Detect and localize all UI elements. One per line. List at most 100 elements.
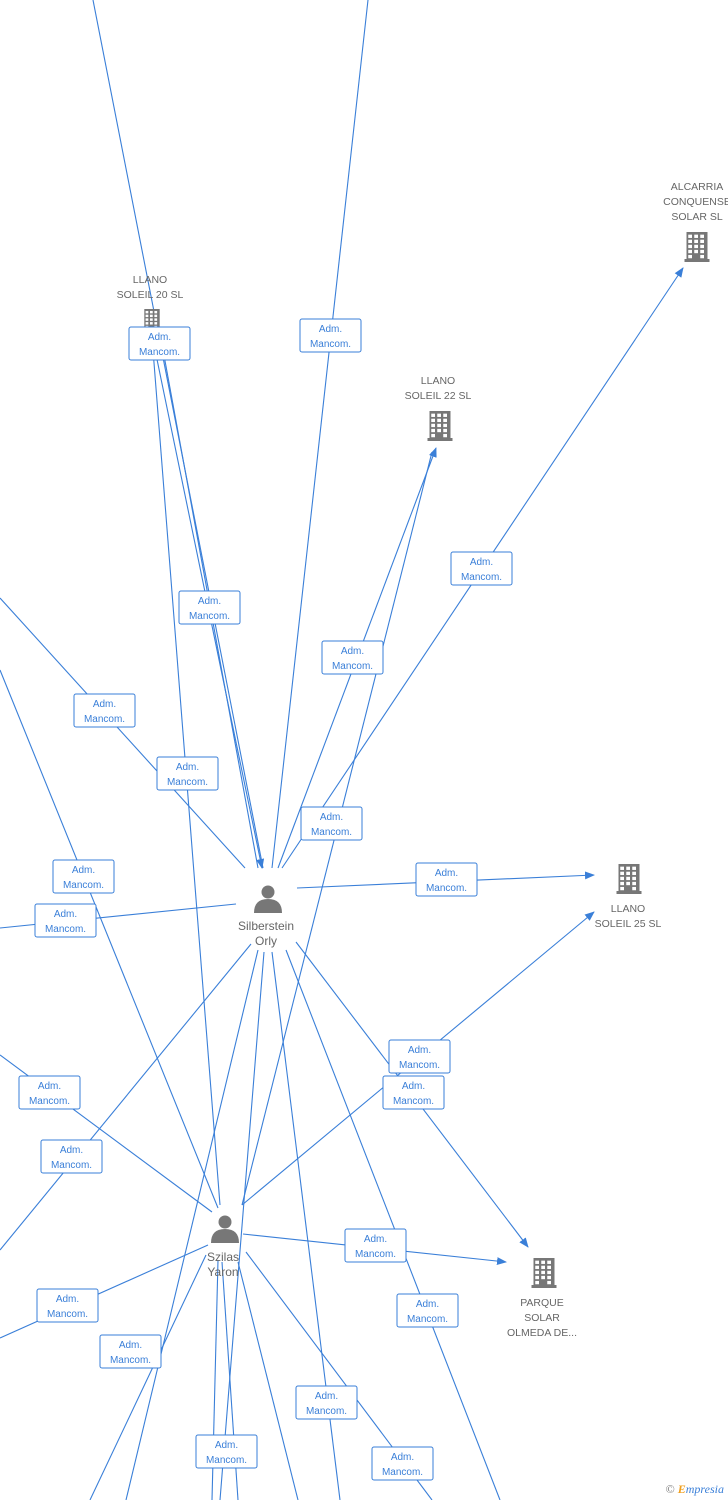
relation-label-line2: Mancom.: [45, 924, 86, 935]
company-name: ALCARRIA: [671, 181, 724, 193]
relation-label-line1: Adm.: [416, 1299, 439, 1310]
relation-label[interactable]: Adm.Mancom.: [40, 1139, 103, 1174]
relation-edge: [0, 597, 246, 869]
relation-label-box: [156, 756, 219, 791]
relation-label-box: [299, 318, 362, 353]
relation-edge: [89, 1254, 207, 1500]
relation-label[interactable]: Adm.Mancom.: [156, 756, 219, 791]
relation-edge: [0, 669, 219, 1209]
relation-label[interactable]: Adm. Mancom.: [52, 859, 115, 894]
relation-label-line1: Adm.: [435, 868, 458, 879]
copyright-symbol: ©: [665, 1482, 675, 1496]
relation-label[interactable]: Adm.Mancom.: [344, 1228, 407, 1263]
relation-label-line1: Adm.: [72, 865, 95, 876]
relation-label-box: [382, 1075, 445, 1110]
relation-label-line2: Mancom.: [306, 1406, 347, 1417]
relation-label[interactable]: Adm.Mancom.: [396, 1293, 459, 1328]
relation-label-line2: Mancom.: [332, 661, 373, 672]
relation-label-line2: Mancom.: [310, 339, 351, 350]
company-name: PARQUE: [520, 1297, 564, 1309]
company-node-alcarria[interactable]: ALCARRIA CONQUENSE SOLAR SL: [663, 181, 728, 262]
company-node-llano25[interactable]: LLANO SOLEIL 25 SL: [595, 864, 662, 930]
company-name: SOLAR SL: [671, 211, 723, 223]
person-icon: [211, 1215, 239, 1243]
relation-label-box: [73, 693, 136, 728]
relation-label[interactable]: Adm. Mancom.: [388, 1039, 451, 1074]
company-node-parque[interactable]: PARQUE SOLAR OLMEDA DE...: [507, 1258, 577, 1339]
empresia-credit[interactable]: © Empresia: [666, 1482, 724, 1497]
relation-label-line2: Mancom.: [393, 1096, 434, 1107]
relation-label-line1: Adm.: [148, 332, 171, 343]
relation-label[interactable]: Adm. Mancom.: [73, 693, 136, 728]
relation-label-line1: Adm.: [320, 812, 343, 823]
relation-label-line1: Adm.: [38, 1081, 61, 1092]
relation-label-box: [34, 903, 97, 938]
company-name: OLMEDA DE...: [507, 1327, 577, 1339]
relation-label-line2: Mancom.: [47, 1309, 88, 1320]
building-icon: [531, 1258, 557, 1288]
relation-label-box: [40, 1139, 103, 1174]
relation-label-line2: Mancom.: [139, 347, 180, 358]
relation-label-line1: Adm.: [402, 1081, 425, 1092]
building-icon: [427, 411, 453, 441]
relation-edge: [0, 943, 252, 1251]
relation-label-line1: Adm.: [408, 1045, 431, 1056]
relation-label[interactable]: Adm.Mancom.: [321, 640, 384, 675]
company-name: SOLEIL 20 SL: [117, 289, 184, 301]
relation-label[interactable]: Adm. Mancom.: [295, 1385, 358, 1420]
relation-label-line2: Mancom.: [311, 827, 352, 838]
relation-label[interactable]: Adm. Mancom.: [299, 318, 362, 353]
relation-edge: [271, 0, 369, 869]
relation-label-box: [321, 640, 384, 675]
person-name: Yaron: [207, 1265, 238, 1279]
person-name: Szilas: [207, 1250, 239, 1264]
company-name: LLANO: [611, 903, 645, 915]
relation-label-box: [344, 1228, 407, 1263]
company-name: CONQUENSE: [663, 196, 728, 208]
relation-label-box: [415, 862, 478, 897]
relation-label-line2: Mancom.: [29, 1096, 70, 1107]
relation-label[interactable]: Adm. Mancom.: [382, 1075, 445, 1110]
company-name: SOLAR: [524, 1312, 560, 1324]
relation-label[interactable]: Adm.Mancom.: [450, 551, 513, 586]
relation-label[interactable]: Adm. Mancom.: [36, 1288, 99, 1323]
relation-label-line2: Mancom.: [189, 611, 230, 622]
relation-label-box: [195, 1434, 258, 1469]
relation-label-line1: Adm.: [315, 1391, 338, 1402]
company-name: SOLEIL 22 SL: [405, 390, 472, 402]
relation-label-line2: Mancom.: [167, 777, 208, 788]
relation-label-line1: Adm.: [93, 699, 116, 710]
relation-label-box: [178, 590, 241, 625]
relation-label-line1: Adm.: [56, 1294, 79, 1305]
relation-label[interactable]: Adm. Mancom.: [300, 806, 363, 841]
relation-edge: [125, 949, 259, 1500]
relation-label-line1: Adm.: [319, 324, 342, 335]
relation-label[interactable]: Adm. Mancom.: [18, 1075, 81, 1110]
relation-label-box: [128, 326, 191, 361]
relation-label-line2: Mancom.: [84, 714, 125, 725]
relation-label[interactable]: Adm.Mancom.: [99, 1334, 162, 1369]
relation-label-line2: Mancom.: [63, 880, 104, 891]
relation-label-box: [388, 1039, 451, 1074]
company-name: SOLEIL 25 SL: [595, 918, 662, 930]
relation-label[interactable]: Adm. Mancom.: [128, 326, 191, 361]
relation-label-box: [396, 1293, 459, 1328]
relation-edge: [237, 1261, 299, 1500]
relation-label[interactable]: Adm.Mancom.: [178, 590, 241, 625]
relation-label[interactable]: Adm.Mancom.: [195, 1434, 258, 1469]
relation-label-line1: Adm.: [60, 1145, 83, 1156]
relation-label-box: [18, 1075, 81, 1110]
relation-label[interactable]: Adm.Mancom.: [415, 862, 478, 897]
building-icon: [616, 864, 642, 894]
person-icon: [254, 885, 282, 913]
relation-label[interactable]: Adm.Mancom.: [371, 1446, 434, 1481]
relation-label-line1: Adm.: [215, 1440, 238, 1451]
relation-label[interactable]: Adm.Mancom.: [34, 903, 97, 938]
relation-label-line2: Mancom.: [399, 1060, 440, 1071]
relation-label-line1: Adm.: [391, 1452, 414, 1463]
